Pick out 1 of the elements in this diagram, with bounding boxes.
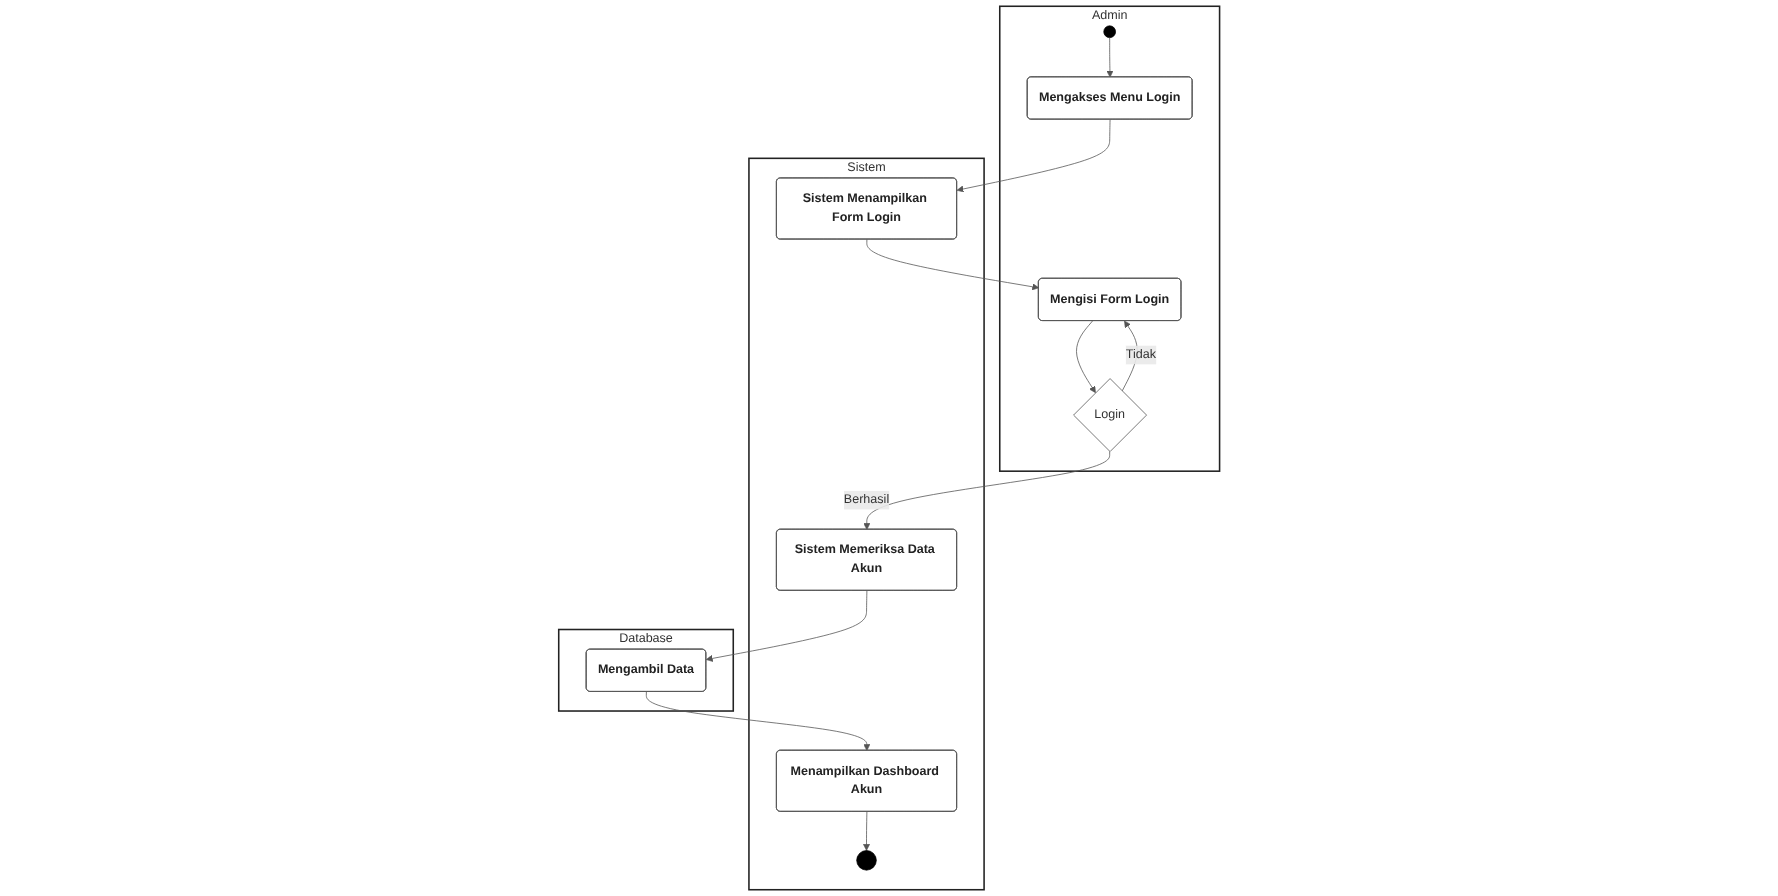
node-circle xyxy=(1103,25,1116,38)
